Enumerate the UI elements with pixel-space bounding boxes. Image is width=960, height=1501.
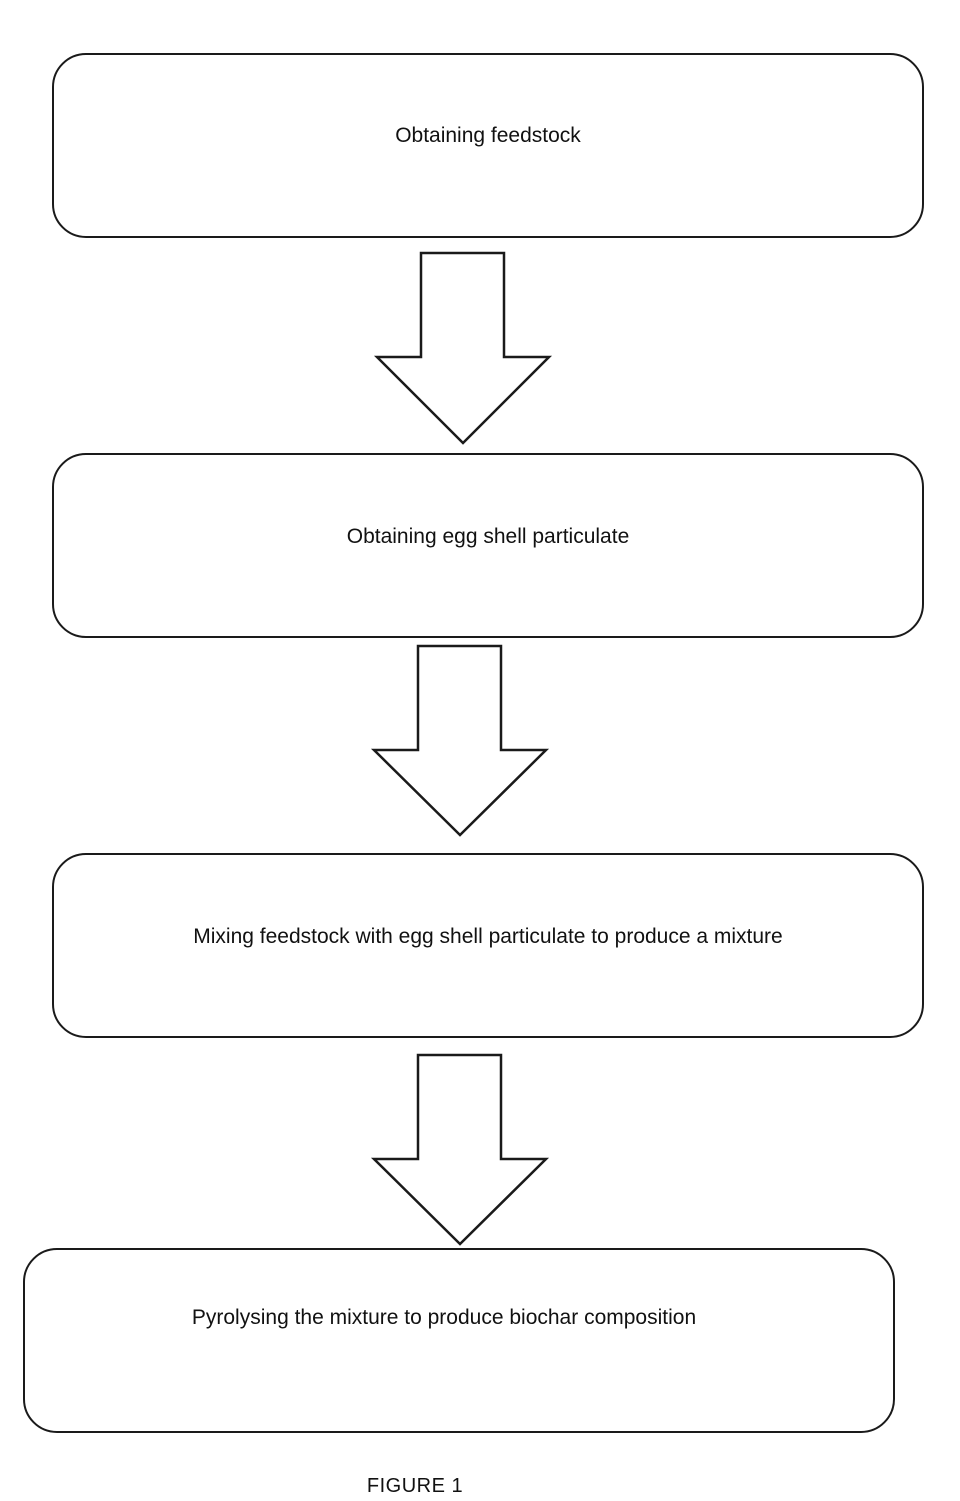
step-box-obtaining-egg-shell-particulate: Obtaining egg shell particulate bbox=[52, 453, 924, 638]
down-arrow-icon bbox=[373, 1054, 549, 1248]
step-box-mixing: Mixing feedstock with egg shell particul… bbox=[52, 853, 924, 1038]
step-label: Obtaining egg shell particulate bbox=[54, 524, 922, 550]
step-box-pyrolysing: Pyrolysing the mixture to produce biocha… bbox=[23, 1248, 895, 1433]
figure-caption: FIGURE 1 bbox=[0, 1474, 830, 1498]
down-arrow-icon bbox=[373, 645, 549, 839]
step-label: Mixing feedstock with egg shell particul… bbox=[54, 924, 922, 950]
step-box-obtaining-feedstock: Obtaining feedstock bbox=[52, 53, 924, 238]
down-arrow-icon bbox=[376, 252, 552, 446]
step-label: Obtaining feedstock bbox=[54, 123, 922, 149]
step-label: Pyrolysing the mixture to produce biocha… bbox=[0, 1305, 893, 1331]
